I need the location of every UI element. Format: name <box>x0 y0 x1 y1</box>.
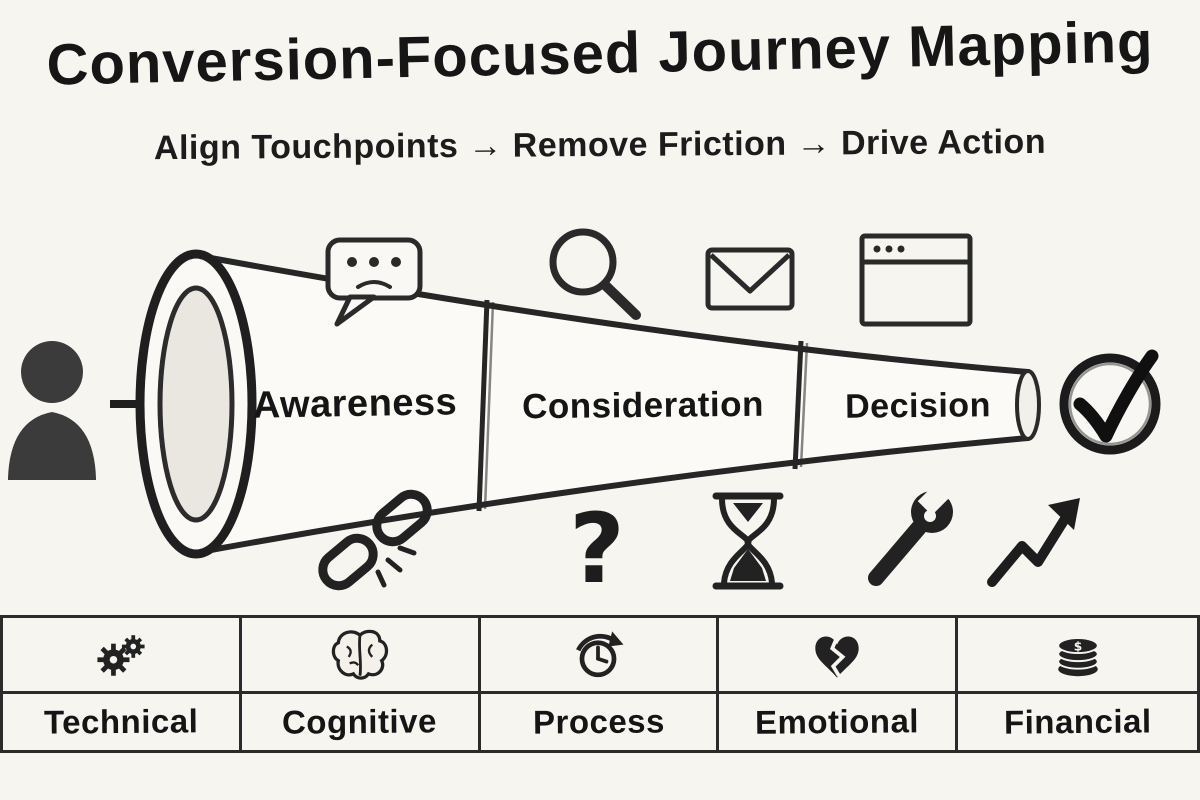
table-cell-emotional-icon <box>719 618 959 694</box>
table-cell-financial-icon: $ <box>958 618 1197 694</box>
check-icon <box>1059 349 1161 455</box>
hourglass-icon <box>712 492 784 590</box>
friction-table: $ Technical Cognitive Process Emotional … <box>0 615 1200 753</box>
question-icon: ? <box>569 493 625 605</box>
friction-label: Emotional <box>755 702 920 741</box>
growth-arrow-icon <box>987 498 1080 587</box>
table-cell-process-icon <box>480 618 720 694</box>
stage-label-decision: Decision <box>844 386 992 426</box>
stage-divider-1 <box>476 299 490 512</box>
funnel-body <box>197 253 1041 555</box>
gears-icon <box>97 634 145 676</box>
broken-link-icon <box>318 489 432 591</box>
friction-label: Technical <box>43 702 199 741</box>
table-cell-technical-icon <box>3 618 242 694</box>
feedback-bubble-icon <box>325 237 423 327</box>
table-cell-cognitive-label: Cognitive <box>242 694 481 750</box>
stage-label-awareness: Awareness <box>252 381 458 427</box>
friction-label: Process <box>532 702 665 741</box>
browser-icon <box>859 233 973 327</box>
table-cell-process-label: Process <box>481 694 720 750</box>
table-cell-emotional-label: Emotional <box>719 694 959 750</box>
search-icon <box>549 228 641 320</box>
wrench-icon <box>868 482 953 586</box>
friction-label: Financial <box>1003 702 1152 741</box>
table-cell-financial-label: Financial <box>958 694 1197 750</box>
process-clock-icon <box>576 630 624 677</box>
broken-heart-icon <box>815 635 859 678</box>
svg-text:$: $ <box>1073 639 1082 653</box>
email-icon <box>705 247 795 311</box>
stage-label-consideration: Consideration <box>521 384 765 427</box>
svg-text:?: ? <box>569 493 625 605</box>
funnel-exit-rim <box>1015 369 1041 441</box>
brain-icon <box>331 629 388 680</box>
funnel-bell <box>135 249 257 559</box>
friction-label: Cognitive <box>282 702 438 741</box>
stage-divider-2 <box>792 340 804 470</box>
coins-icon: $ <box>1056 636 1099 676</box>
table-cell-cognitive-icon <box>241 618 481 694</box>
user-icon <box>8 341 96 480</box>
table-cell-technical-label: Technical <box>3 694 242 750</box>
